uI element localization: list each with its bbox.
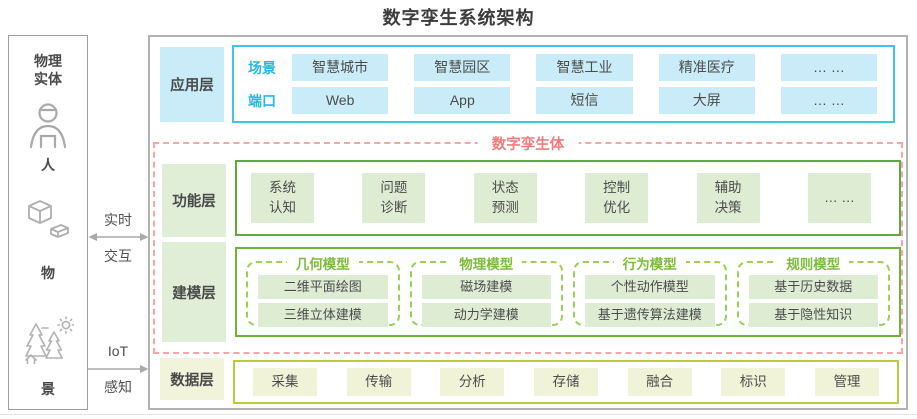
physical-entity-title: 物理 实体 bbox=[34, 53, 62, 88]
application-item: App bbox=[414, 87, 511, 114]
physical-entity-item-label: 人 bbox=[41, 157, 55, 173]
modeling-layer-label: 建模层 bbox=[162, 242, 226, 342]
application-item: … … bbox=[780, 87, 878, 114]
physical-entity-item-label: 物 bbox=[41, 265, 55, 281]
modeling-group: 物理模型磁场建模动力学建模 bbox=[409, 253, 563, 327]
objects-icon bbox=[9, 199, 87, 243]
application-item: 大屏 bbox=[658, 87, 755, 114]
function-item: 状态 预测 bbox=[473, 173, 537, 223]
data-item: 标识 bbox=[721, 368, 786, 396]
digital-twin-label: 数字孪生体 bbox=[477, 133, 579, 154]
application-items: 智慧城市智慧园区智慧工业精准医疗 … … bbox=[292, 54, 878, 81]
physical-entity-panel: 物理 实体 人 物 bbox=[8, 35, 88, 410]
architecture-box: 应用层 场景智慧城市智慧园区智慧工业精准医疗 … … 端口 Web App 短信大屏 … …… bbox=[148, 35, 908, 410]
modeling-group: 几何模型二维平面绘图三维立体建模 bbox=[246, 253, 400, 327]
application-row-2: 端口 Web App 短信大屏 … … bbox=[248, 87, 878, 114]
data-item: 管理 bbox=[814, 368, 879, 396]
data-item: 传输 bbox=[346, 368, 411, 396]
function-layer-label: 功能层 bbox=[162, 164, 226, 237]
connector-iot-label: IoT bbox=[107, 343, 129, 359]
physical-entity-item-label: 景 bbox=[41, 381, 55, 397]
page-title: 数字孪生系统架构 bbox=[382, 8, 535, 28]
application-rows: 场景智慧城市智慧园区智慧工业精准医疗 … … 端口 Web App 短信大屏 … … bbox=[248, 54, 878, 114]
data-items: 采集 传输 分析存储 融合 标识管理 bbox=[233, 360, 899, 404]
modeling-item: 个性动作模型 bbox=[585, 275, 715, 299]
right-arrow-icon bbox=[88, 363, 149, 375]
bidirectional-arrow-icon bbox=[88, 231, 149, 243]
modeling-item: 磁场建模 bbox=[421, 275, 551, 299]
application-item: 智慧工业 bbox=[536, 54, 633, 81]
modeling-item: 二维平面绘图 bbox=[258, 275, 388, 299]
application-item: … … bbox=[780, 54, 878, 81]
function-item: 辅助 决策 bbox=[696, 173, 760, 223]
application-item: 智慧园区 bbox=[414, 54, 511, 81]
connector-interaction-label: 交互 bbox=[104, 248, 132, 264]
data-item: 融合 bbox=[627, 368, 692, 396]
application-row-label: 场景 bbox=[248, 59, 276, 76]
data-item: 存储 bbox=[533, 368, 598, 396]
scenery-icon bbox=[9, 316, 87, 364]
application-row-label: 端口 bbox=[248, 92, 276, 109]
application-row-1: 场景智慧城市智慧园区智慧工业精准医疗 … … bbox=[248, 54, 878, 81]
modeling-group-title: 物理模型 bbox=[450, 253, 523, 273]
connector-realtime-label: 实时 bbox=[104, 212, 132, 228]
modeling-group-title: 行为模型 bbox=[613, 253, 686, 273]
function-item: … … bbox=[807, 173, 871, 223]
modeling-group: 规则模型基于历史数据基于隐性知识 bbox=[736, 253, 890, 327]
modeling-item: 基于遗传算法建模 bbox=[585, 303, 715, 327]
function-items: 系统 认知问题 诊断状态 预测控制 优化辅助 决策 … … bbox=[235, 160, 901, 236]
function-item: 控制 优化 bbox=[585, 173, 649, 223]
application-item: Web bbox=[292, 87, 389, 114]
modeling-item: 三维立体建模 bbox=[258, 303, 388, 327]
application-items: Web App 短信大屏 … … bbox=[292, 87, 878, 114]
modeling-group-title: 规则模型 bbox=[777, 253, 850, 273]
modeling-groups: 几何模型二维平面绘图三维立体建模物理模型磁场建模动力学建模行为模型个性动作模型基… bbox=[235, 247, 901, 337]
application-item: 短信 bbox=[536, 87, 633, 114]
application-layer-label: 应用层 bbox=[160, 47, 224, 122]
connector-perception-label: 感知 bbox=[104, 379, 132, 395]
function-item: 系统 认知 bbox=[251, 173, 314, 223]
function-item: 问题 诊断 bbox=[362, 173, 426, 223]
digital-twin-box: 数字孪生体 功能层 系统 认知问题 诊断状态 预测控制 优化辅助 决策 … … 建… bbox=[153, 133, 903, 354]
modeling-item: 基于历史数据 bbox=[748, 275, 878, 299]
data-item: 采集 bbox=[253, 368, 317, 396]
application-item: 智慧城市 bbox=[292, 54, 389, 81]
modeling-group-title: 几何模型 bbox=[286, 253, 359, 273]
data-layer-label: 数据层 bbox=[160, 358, 224, 400]
application-layer-content: 场景智慧城市智慧园区智慧工业精准医疗 … … 端口 Web App 短信大屏 … … bbox=[232, 45, 895, 123]
page-divider bbox=[0, 414, 917, 415]
modeling-item: 动力学建模 bbox=[421, 303, 551, 327]
application-item: 精准医疗 bbox=[658, 54, 755, 81]
data-item: 分析 bbox=[440, 368, 505, 396]
modeling-group: 行为模型个性动作模型基于遗传算法建模 bbox=[573, 253, 727, 327]
person-icon bbox=[9, 102, 87, 150]
modeling-item: 基于隐性知识 bbox=[748, 303, 878, 327]
